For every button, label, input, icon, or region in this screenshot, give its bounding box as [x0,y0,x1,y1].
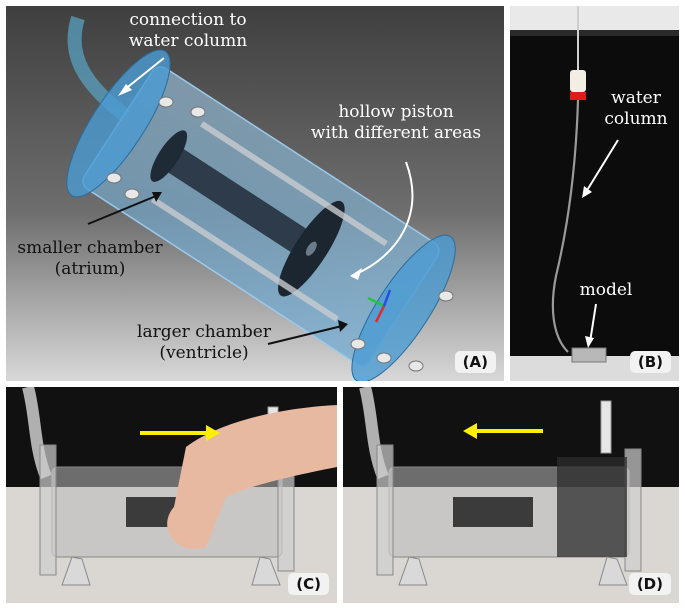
water-bottle [570,70,586,92]
arrow-piston [355,161,414,275]
label-hollow-piston: hollow piston with different areas [310,102,482,143]
photo-piston-released [343,387,679,603]
hand [167,405,337,549]
arrow-large-chamber [267,325,343,345]
label-connection-to-water-column: connection to water column [128,10,248,51]
photo-piston-pulled [6,387,337,603]
panel-d-photo-release: (D) [343,387,679,603]
label-smaller-chamber: smaller chamber (atrium) [17,238,163,279]
red-cap [570,92,586,100]
arrow-connection [123,57,165,91]
label-larger-chamber: larger chamber (ventricle) [137,322,271,363]
piston-shaft [161,144,311,255]
label-model: model [579,280,633,300]
panel-tag-c: (C) [288,573,329,595]
cad-model-illustration [66,15,456,381]
water-tube-b [551,99,580,353]
panel-tag-b: (B) [629,351,671,373]
panel-a-cad-render: connection to water column hollow piston… [6,6,504,381]
panel-b-photo-setup: water column model (B) [510,6,679,381]
model-device [571,347,607,363]
arrow-small-chamber [87,195,157,225]
left-flange [66,49,171,198]
right-flange [351,234,456,381]
panel-tag-d: (D) [628,573,671,595]
label-water-column: water column [604,88,668,129]
panel-tag-a: (A) [454,351,496,373]
small-piston-disc [150,130,188,182]
panel-c-photo-pull: (C) [6,387,337,603]
water-column-photo [510,6,679,381]
